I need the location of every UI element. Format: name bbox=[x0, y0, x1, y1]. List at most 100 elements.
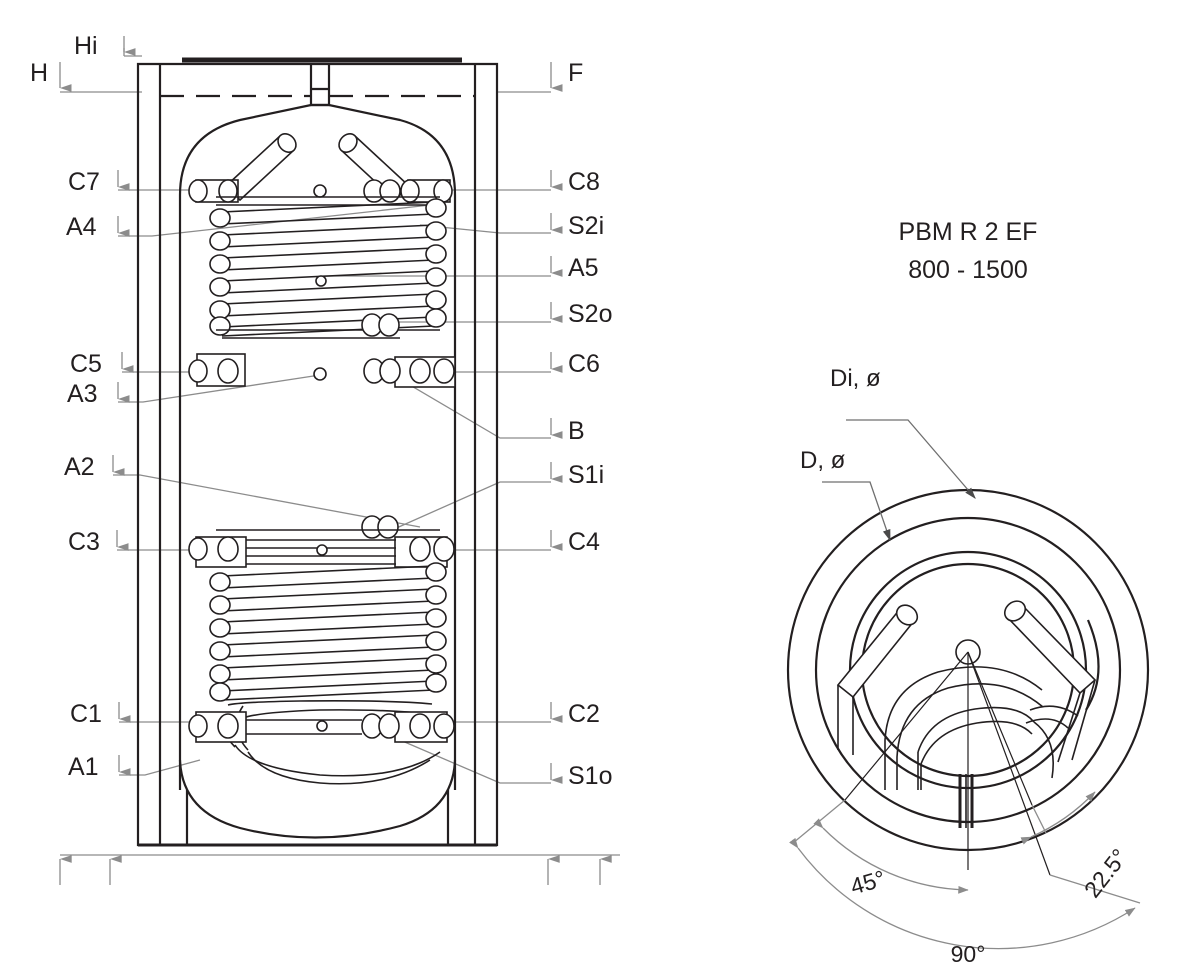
lower-coil-turn bbox=[209, 654, 447, 684]
leader-s1o bbox=[399, 739, 551, 784]
anode-a3-dot bbox=[313, 367, 327, 381]
tube-right-bridge-b bbox=[1025, 718, 1069, 729]
upper-tube-right-end bbox=[338, 133, 358, 153]
tank-top-nozzle bbox=[309, 64, 331, 107]
lower-port-s1i bbox=[361, 515, 399, 539]
bend-top-1 bbox=[227, 700, 433, 706]
label-a5: A5 bbox=[568, 254, 599, 282]
label-a3: A3 bbox=[67, 380, 98, 408]
label-a2: A2 bbox=[64, 453, 95, 481]
lower-coil-turn bbox=[209, 673, 447, 702]
anode-a5-dot bbox=[315, 275, 327, 287]
stub-45-outer bbox=[792, 799, 846, 844]
upper-tube-left-end bbox=[277, 133, 297, 153]
top-view bbox=[786, 419, 1150, 950]
lower-port-c2 bbox=[361, 711, 455, 743]
label-s2i: S2i bbox=[568, 212, 604, 240]
lower-heat-exchanger bbox=[188, 515, 455, 785]
top-view-tubes-right bbox=[1003, 600, 1097, 779]
label-d: D, ø bbox=[800, 447, 846, 474]
upper-port-s2i-b bbox=[379, 179, 401, 203]
label-a4: A4 bbox=[66, 213, 97, 241]
label-di: Di, ø bbox=[830, 365, 881, 392]
jacket-notch-right bbox=[1085, 619, 1100, 711]
mid-port-c6 bbox=[363, 356, 456, 388]
lower-port-c1-end bbox=[188, 714, 208, 738]
mid-ports bbox=[188, 353, 456, 388]
tube-right-bridge-a bbox=[1029, 705, 1079, 717]
label-angle-225: 22.5° bbox=[1079, 844, 1133, 903]
upper-coil-turn bbox=[209, 267, 447, 297]
upper-coil-turn bbox=[209, 221, 447, 251]
label-c8: C8 bbox=[568, 168, 600, 196]
upper-heat-exchanger bbox=[188, 133, 453, 339]
top-view-angle-dims bbox=[789, 791, 1141, 950]
drawing-title-line1: PBM R 2 EF bbox=[899, 218, 1038, 246]
leader-hi bbox=[123, 48, 142, 57]
tank-dome-bottom bbox=[178, 759, 457, 839]
lower-port-s1o-b bbox=[378, 713, 400, 739]
mid-port-c5 bbox=[188, 353, 246, 387]
tank-dome-top bbox=[178, 103, 457, 196]
arc-90 bbox=[789, 837, 1136, 950]
leader-b bbox=[397, 377, 551, 439]
lower-port-c2-ring bbox=[409, 713, 431, 739]
lower-port-c3-ring bbox=[217, 536, 239, 562]
stub-90-right bbox=[1049, 874, 1141, 904]
label-f: F bbox=[568, 59, 583, 87]
radial-225-inner bbox=[967, 651, 1033, 806]
label-hi: Hi bbox=[74, 32, 98, 60]
upper-port-s2o-b bbox=[378, 313, 400, 337]
mid-port-c6-end bbox=[433, 358, 455, 384]
top-view-diameter-leaders bbox=[822, 419, 976, 542]
coil-arc-3 bbox=[917, 706, 1035, 753]
upper-port-c8-ring bbox=[400, 179, 420, 203]
label-c4: C4 bbox=[568, 528, 600, 556]
label-c6: C6 bbox=[568, 350, 600, 378]
lower-port-c3 bbox=[188, 536, 247, 568]
lower-coil-turn bbox=[209, 608, 447, 638]
label-b: B bbox=[568, 417, 585, 445]
mid-port-c5-ring bbox=[217, 358, 239, 384]
drawing-title-line2: 800 - 1500 bbox=[908, 256, 1028, 284]
stub-225-inner bbox=[1031, 804, 1047, 834]
radial-45-left bbox=[844, 651, 969, 801]
mid-port-c6-ring bbox=[409, 358, 431, 384]
anode-a4-top bbox=[313, 184, 327, 198]
tank-shell bbox=[136, 57, 499, 847]
bottom-dimension-band bbox=[59, 854, 620, 885]
lower-port-c1-ring bbox=[217, 713, 239, 739]
bend-bottom-2 bbox=[247, 751, 431, 785]
tube-left-end bbox=[895, 604, 919, 626]
mid-port-b-b bbox=[379, 358, 401, 384]
label-s1o: S1o bbox=[568, 762, 612, 790]
lower-port-c4-end bbox=[433, 536, 455, 562]
coil-arc-4 bbox=[920, 720, 1033, 765]
leaders-left bbox=[59, 36, 431, 776]
radial-225-right bbox=[967, 651, 1051, 876]
coil-arc-1 bbox=[884, 666, 1043, 741]
lower-port-s1i-b bbox=[377, 515, 399, 539]
label-c7: C7 bbox=[68, 168, 100, 196]
label-a1: A1 bbox=[68, 753, 99, 781]
lower-coil-return-bend bbox=[223, 700, 445, 785]
leader-s1i bbox=[391, 481, 551, 531]
label-c1: C1 bbox=[70, 700, 102, 728]
upper-coil-turns bbox=[209, 198, 447, 337]
lower-coil-turn bbox=[209, 631, 447, 661]
arc-45 bbox=[813, 818, 969, 894]
anode-a2-dot bbox=[316, 544, 328, 556]
label-h: H bbox=[30, 59, 48, 87]
upper-port-c8 bbox=[400, 179, 453, 203]
tube-right-leg-a bbox=[1071, 679, 1096, 761]
upper-coil-turn bbox=[209, 198, 447, 228]
leader-di bbox=[846, 419, 976, 499]
leader-d bbox=[822, 481, 891, 542]
leaders-right bbox=[320, 62, 563, 784]
lower-port-c3-end bbox=[188, 537, 208, 561]
upper-port-c7 bbox=[188, 179, 239, 203]
side-view bbox=[59, 36, 620, 885]
lower-coil-turns bbox=[209, 562, 447, 702]
